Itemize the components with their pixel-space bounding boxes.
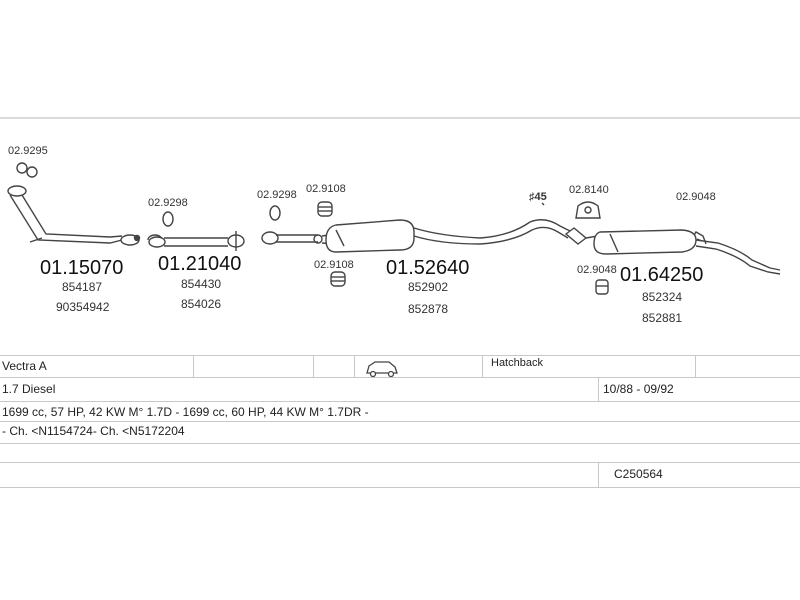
hanger-02-9048-b <box>595 279 609 295</box>
pipe-01-15070-number: 01.15070 <box>40 257 124 279</box>
hanger-02-9048-a-label: 02.9048 <box>676 191 716 203</box>
table-row-line <box>0 487 800 488</box>
pipe-01-21040 <box>147 231 245 251</box>
clamp-02-9298-b-label: 02.9298 <box>257 189 297 201</box>
hanger-02-9108-a-label: 02.9108 <box>306 183 346 195</box>
clamp-02-9295-label: 02.9295 <box>8 145 48 157</box>
vehicle-years: 10/88 - 09/92 <box>603 382 674 396</box>
column-divider <box>598 377 599 401</box>
clamp-02-9298-a <box>162 211 174 227</box>
table-row-line <box>0 355 800 356</box>
catalog-code: C250564 <box>614 467 663 481</box>
pipe-01-21040-number: 01.21040 <box>158 253 242 275</box>
hanger-02-9108-b-label: 02.9108 <box>314 259 354 271</box>
pipe-01-21040-ref-b: 854026 <box>181 297 222 311</box>
muffler-01-52640-number: 01.52640 <box>386 257 470 279</box>
table-row-line <box>0 421 800 422</box>
clamp-02-9298-a-label: 02.9298 <box>148 197 188 209</box>
muffler-01-64250-ref-b: 852881 <box>642 311 683 325</box>
vehicle-engine: 1.7 Diesel <box>2 382 56 396</box>
column-divider <box>313 355 314 377</box>
vehicle-spec-line-2: - Ch. <N1154724- Ch. <N5172204 <box>2 424 185 438</box>
vehicle-spec-line-1: 1699 cc, 57 HP, 42 KW M° 1.7D - 1699 cc,… <box>2 405 369 419</box>
column-divider <box>354 355 355 377</box>
angle-45-label: ♯45 <box>529 191 547 203</box>
vehicle-model: Vectra A <box>2 359 47 373</box>
car-icon <box>366 361 398 378</box>
clamp-02-9295 <box>16 162 38 178</box>
column-divider <box>193 355 194 377</box>
column-divider <box>482 355 483 377</box>
muffler-01-64250-ref-a: 852324 <box>642 290 683 304</box>
pipe-01-21040-ref-a: 854430 <box>181 277 222 291</box>
middle-muffler-01-52640 <box>261 219 415 253</box>
front-pipe-01-15070 <box>7 185 141 246</box>
hanger-02-9048-b-label: 02.9048 <box>577 264 617 276</box>
pipe-01-15070-ref-a: 854187 <box>62 280 103 294</box>
column-divider <box>598 462 599 487</box>
intermediate-pipe <box>413 202 573 245</box>
rear-muffler-01-64250 <box>564 227 781 275</box>
muffler-01-52640-ref-b: 852878 <box>408 302 449 316</box>
pipe-01-15070-ref-b: 90354942 <box>56 300 110 314</box>
column-divider <box>695 355 696 377</box>
muffler-01-52640-ref-a: 852902 <box>408 280 449 294</box>
clamp-02-9298-b <box>269 205 281 221</box>
muffler-01-64250-number: 01.64250 <box>620 264 704 286</box>
hanger-02-8140 <box>575 201 601 219</box>
vehicle-body-type: Hatchback <box>491 357 543 369</box>
table-row-line <box>0 401 800 402</box>
table-row-line <box>0 462 800 463</box>
table-row-line <box>0 377 800 378</box>
hanger-02-9108-a <box>317 201 333 217</box>
hanger-02-9108-b <box>330 271 346 287</box>
table-row-line <box>0 443 800 444</box>
hanger-02-8140-label: 02.8140 <box>569 184 609 196</box>
